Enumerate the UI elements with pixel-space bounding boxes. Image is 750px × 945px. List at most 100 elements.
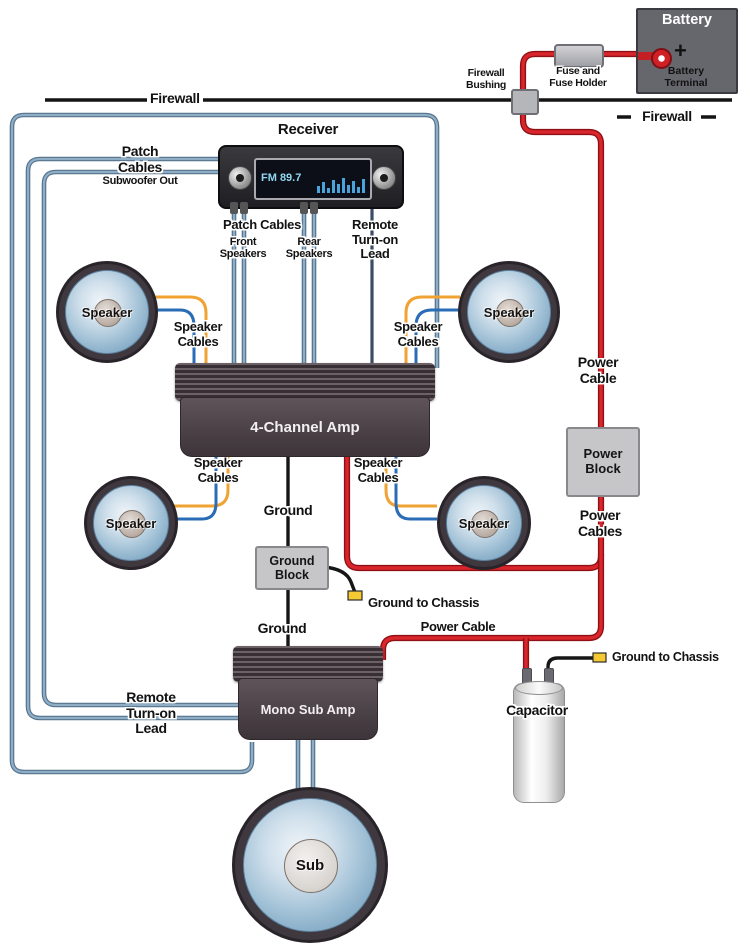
capacitor: [513, 681, 565, 803]
battery: Battery + Battery Terminal: [636, 8, 738, 94]
label-line: Cables: [177, 333, 219, 349]
firewall-bushing: [511, 89, 539, 115]
label-line: Bushing: [466, 78, 506, 91]
speaker-dust-cap: [118, 510, 146, 538]
power-cables-label: Power Cables: [570, 507, 630, 539]
amp-body: 4-Channel Amp: [180, 397, 430, 457]
speaker-dust-cap: [284, 839, 338, 893]
label-line: Remote: [352, 217, 398, 232]
patch-cables-label: Patch Cables: [222, 217, 302, 232]
amp-body: Mono Sub Amp: [238, 678, 378, 740]
speaker-cables-label-bl: Speaker Cables: [183, 455, 253, 485]
battery-plus-sign: +: [674, 38, 687, 63]
label-line: Terminal: [664, 76, 708, 89]
rca-plug: [310, 202, 318, 214]
receiver-display: FM 89.7: [254, 158, 372, 200]
label-line: Turn-on: [126, 704, 176, 721]
mono-sub-amp: Mono Sub Amp: [233, 646, 383, 740]
label-line: Subwoofer Out: [102, 175, 178, 188]
label-line: Ground: [269, 553, 315, 568]
label-line: Cables: [357, 469, 399, 485]
label-line: Power: [577, 354, 619, 370]
speaker-dust-cap: [471, 510, 499, 538]
speaker-rear-right: Speaker: [437, 476, 531, 570]
receiver: FM 89.7: [218, 145, 404, 209]
fuse-holder: [554, 44, 604, 68]
patch-cables-subwoofer-label: Patch Cables Subwoofer Out: [95, 143, 185, 188]
label-line: Battery: [667, 65, 705, 77]
label-line: Speakers: [285, 248, 333, 261]
speaker-front-left: Speaker: [56, 261, 158, 363]
remote-turn-on-label-bottom: Remote Turn-on Lead: [112, 689, 190, 737]
sub-label: Sub: [295, 856, 325, 874]
speaker-wires: [150, 295, 460, 521]
amp-label: 4-Channel Amp: [250, 418, 360, 436]
rear-speakers-label: Rear Speakers: [280, 236, 338, 261]
rca-plug: [300, 202, 308, 214]
four-channel-amp: 4-Channel Amp: [175, 363, 435, 457]
speaker-cables-label-tr: Speaker Cables: [383, 319, 453, 349]
battery-terminal-label: Battery Terminal: [642, 65, 730, 89]
remote-turn-on-label-top: Remote Turn-on Lead: [345, 217, 405, 262]
label-line: Cables: [117, 158, 163, 175]
frequency-readout: FM 89.7: [261, 172, 302, 184]
label-line: Block: [585, 461, 621, 476]
ground-terminal-tip: [347, 590, 363, 601]
rca-plug: [240, 202, 248, 214]
speaker-label: Speaker: [81, 304, 133, 320]
label-line: Firewall: [467, 67, 505, 79]
label-line: Block: [274, 568, 310, 582]
label-line: Rear: [297, 236, 321, 248]
volume-knob: [228, 166, 252, 190]
eq-bars-icon: [317, 171, 365, 193]
label-line: Cables: [197, 469, 239, 485]
ground-block: Ground Block: [255, 546, 329, 590]
label-line: Patch: [121, 143, 159, 159]
label-line: Cable: [579, 369, 617, 386]
label-line: Speaker: [173, 319, 223, 334]
ground-to-chassis-label-mid: Ground to Chassis: [368, 595, 480, 610]
ground-label-bottom: Ground: [257, 620, 307, 636]
knob-dot: [236, 174, 244, 182]
ground-label-top: Ground: [263, 502, 313, 518]
power-block: Power Block: [566, 427, 640, 497]
speaker-label: Speaker: [483, 304, 535, 320]
rca-plug: [230, 202, 238, 214]
label-line: Cables: [577, 522, 623, 539]
firewall-bushing-label: Firewall Bushing: [460, 67, 512, 92]
label-line: Speaker: [393, 319, 443, 334]
speaker-rear-left: Speaker: [84, 476, 178, 570]
label-line: Power: [583, 446, 623, 462]
speaker-cables-label-tl: Speaker Cables: [163, 319, 233, 349]
label-line: Lead: [360, 246, 390, 262]
capacitor-top: [515, 681, 563, 695]
speaker-label: Speaker: [458, 515, 510, 531]
label-line: Turn-on: [351, 231, 399, 247]
knob-dot: [380, 174, 388, 182]
power-cable-label-right: Power Cable: [570, 354, 626, 386]
heat-sink-fins: [233, 646, 383, 682]
battery-wire-stub: [638, 52, 654, 60]
label-line: Lead: [135, 720, 167, 737]
firewall-label-right: Firewall: [642, 108, 692, 124]
speaker-label: Speaker: [105, 515, 157, 531]
label-line: Remote: [126, 689, 176, 705]
tuning-knob: [372, 166, 396, 190]
battery-terminal-icon: [651, 48, 672, 69]
label-line: Power: [579, 507, 621, 523]
speaker-dust-cap: [496, 299, 524, 327]
battery-title: Battery: [662, 12, 712, 28]
label-line: Fuse Holder: [549, 76, 607, 89]
power-cable-label-bottom: Power Cable: [420, 619, 496, 634]
speaker-cables-label-br: Speaker Cables: [343, 455, 413, 485]
amp-label: Mono Sub Amp: [260, 701, 356, 717]
ground-to-chassis-label-right: Ground to Chassis: [612, 650, 719, 664]
heat-sink-fins: [175, 363, 435, 401]
label-line: Cables: [397, 333, 439, 349]
ground-terminal-tip: [592, 652, 607, 663]
speaker-front-right: Speaker: [458, 261, 560, 363]
label-line: Speaker: [353, 455, 403, 470]
fuse-holder-label: Fuse and Fuse Holder: [540, 65, 616, 90]
